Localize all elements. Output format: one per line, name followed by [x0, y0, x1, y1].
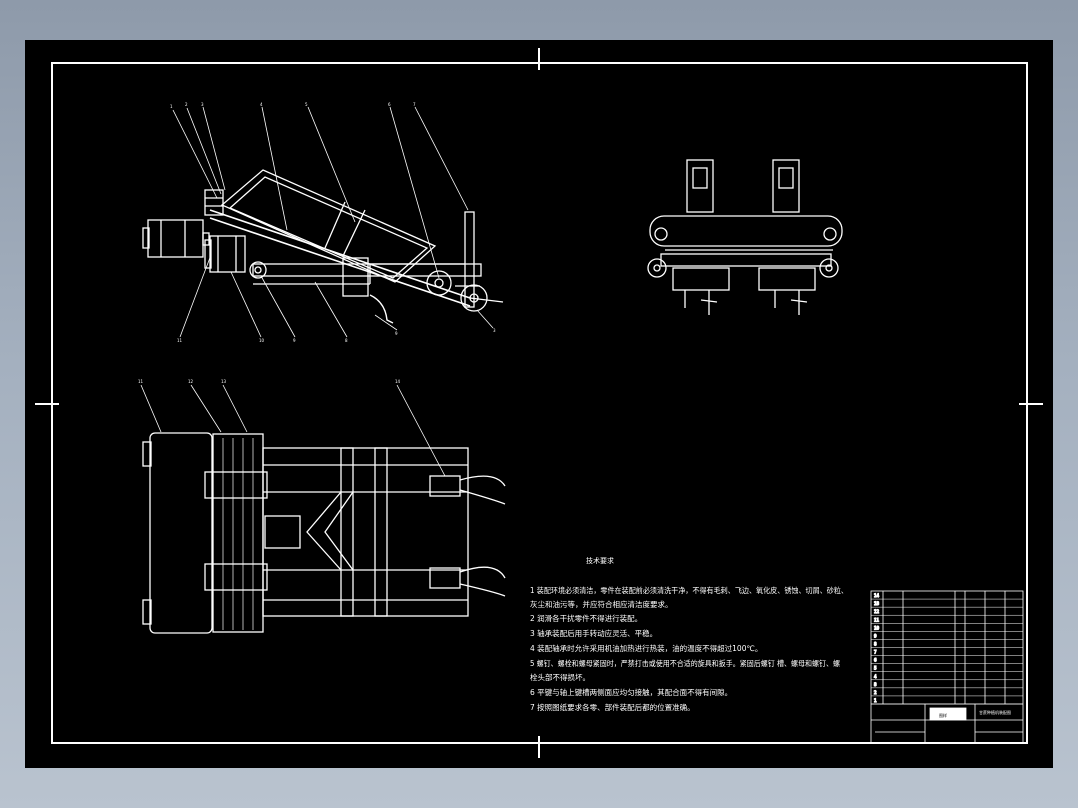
gear-box — [209, 235, 246, 273]
callout-plan-13: 13 — [221, 379, 227, 384]
gear-column — [212, 433, 264, 633]
stamp-box — [929, 707, 967, 721]
parts-list-row-number: 1 — [874, 698, 877, 703]
frame-outer — [262, 447, 469, 617]
callout-side-6: 6 — [388, 102, 391, 107]
parts-list-row-number: 11 — [874, 617, 880, 622]
parts-list-row-number: 7 — [874, 650, 877, 655]
sheet-border — [51, 62, 1028, 744]
tech-req-line-4: 3 轴承装配后用手转动应灵活、平稳。 — [530, 628, 657, 638]
lower-frame — [252, 263, 482, 277]
callout-plan-11: 11 — [138, 379, 144, 384]
callout-side-2: 2 — [185, 102, 188, 107]
callout-side-4: 4 — [260, 102, 263, 107]
parts-list-row-number: 9 — [874, 633, 877, 638]
tech-req-line-9: 7 按照图纸要求各零、部件装配后都的位置准确。 — [530, 702, 695, 712]
callout-side-10: 10 — [259, 338, 265, 343]
title-block-rows: 14 13 12 11 10 9 8 7 6 5 4 3 2 1 — [871, 592, 1023, 705]
drum — [149, 432, 213, 634]
parts-list-row-number: 8 — [874, 642, 877, 647]
tech-req-line-2: 灰尘和油污等，并应符合相应清洁度要求。 — [530, 599, 673, 609]
tech-req-line-1: 1 装配环境必须清洁，零件在装配前必须清洗干净，不得有毛刺、飞边、氧化皮、锈蚀、… — [530, 585, 848, 595]
press-wheel — [460, 284, 488, 312]
tech-req-line-6: 5 螺钉、螺栓和螺母紧固时，严禁打击或使用不合适的旋具和扳手。紧固后螺钉 槽、螺… — [530, 658, 840, 668]
tech-req-line-7: 栓头部不得损坏。 — [530, 672, 590, 682]
drawing-title: 甘蔗种植机装配图 — [979, 709, 1011, 715]
parts-list-row-number: 2 — [874, 690, 877, 695]
parts-list-row-number: 5 — [874, 666, 877, 671]
tech-req-line-8: 6 平键与轴上键槽两侧面应均匀接触，其配合面不得有间隙。 — [530, 687, 732, 697]
tech-req-line-5: 4 装配轴承时允许采用机油加热进行热装，油的温度不得超过100℃。 — [530, 643, 762, 653]
callout-side-7: 7 — [413, 102, 416, 107]
cross-beam — [649, 215, 843, 247]
right-post — [772, 159, 800, 213]
parts-list-row-number: 10 — [874, 625, 880, 630]
title-block — [870, 590, 1024, 744]
parts-list-row-number: 13 — [874, 601, 880, 606]
plan-view — [140, 384, 506, 634]
callout-plan-12: 12 — [188, 379, 194, 384]
parts-list-row-number: 6 — [874, 658, 877, 663]
callout-side-9a: 9 — [293, 338, 296, 343]
vertical-post — [464, 211, 475, 308]
left-post — [686, 159, 714, 213]
callout-side-1: 1 — [170, 104, 173, 109]
seed-hopper — [220, 169, 437, 283]
parts-list-row-number: 12 — [874, 609, 880, 614]
callout-plan-14: 14 — [395, 379, 401, 384]
parts-list-row-number: 14 — [874, 593, 880, 598]
parts-list-row-number: 3 — [874, 682, 877, 687]
callout-side-5: 5 — [305, 102, 308, 107]
center-box — [264, 515, 301, 549]
tech-requirements-title: 技术要求 — [586, 556, 614, 565]
callout-side-3b: 3 — [493, 328, 496, 333]
callout-side-8: 8 — [345, 338, 348, 343]
end-view — [647, 159, 843, 315]
motor-body — [147, 219, 204, 258]
tech-req-line-3: 2 润滑各干扰零件不得进行装配。 — [530, 613, 642, 623]
callout-side-11: 11 — [177, 338, 183, 343]
side-view — [142, 106, 504, 338]
ground-wheel — [426, 270, 452, 296]
callout-side-9b: 9 — [395, 331, 398, 336]
parts-list-row-number: 4 — [874, 674, 877, 679]
title-block-stamp: 图样 — [939, 712, 947, 718]
callout-side-3: 3 — [201, 102, 204, 107]
